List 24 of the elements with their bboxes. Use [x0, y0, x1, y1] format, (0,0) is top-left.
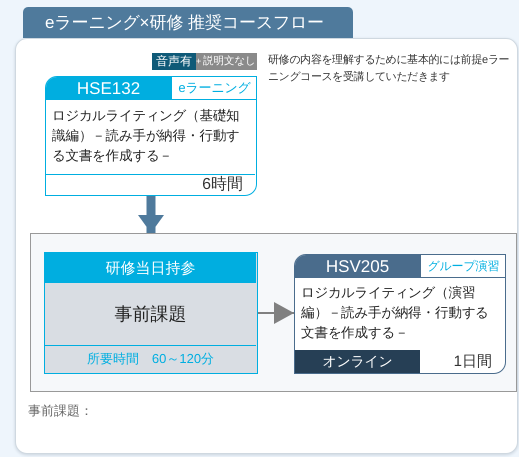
- course-title: ロジカルライティング（演習編）－読み手が納得・行動する文書を作成する－: [300, 284, 490, 342]
- note-text: 研修の内容を理解するために基本的には前提eラーニングコースを受講していただきます: [268, 52, 510, 85]
- course-card: [294, 254, 506, 374]
- duration-text: 6時間: [46, 174, 255, 195]
- task-title: 事前課題: [114, 303, 188, 326]
- audio-badge: 音声有: [152, 53, 196, 70]
- duration-text: 1日間: [452, 352, 493, 372]
- delivery-label: オンライン: [295, 350, 420, 373]
- arrow: [138, 196, 164, 233]
- category-tag: eラーニング: [171, 77, 256, 100]
- title-tab: eラーニング×研修 推奨コースフロー: [23, 7, 353, 38]
- time-text: 所要時間 60～120分: [45, 345, 256, 372]
- group-frame: [30, 233, 517, 392]
- category-tag: グループ演習: [420, 255, 505, 278]
- course-code: HSE132: [46, 77, 171, 100]
- no-text-badge: 説明文なし: [201, 53, 257, 70]
- arrow: [258, 302, 294, 324]
- course-code: HSV205: [295, 255, 420, 278]
- task-header: 研修当日持参: [45, 253, 256, 283]
- course-card: [45, 76, 257, 196]
- task-box: [44, 252, 258, 374]
- plus-sign: +: [196, 53, 201, 70]
- course-title: ロジカルライティング（基礎知識編）－読み手が納得・行動する文書を作成する－: [51, 107, 241, 165]
- footnote-label: 事前課題：: [28, 402, 93, 420]
